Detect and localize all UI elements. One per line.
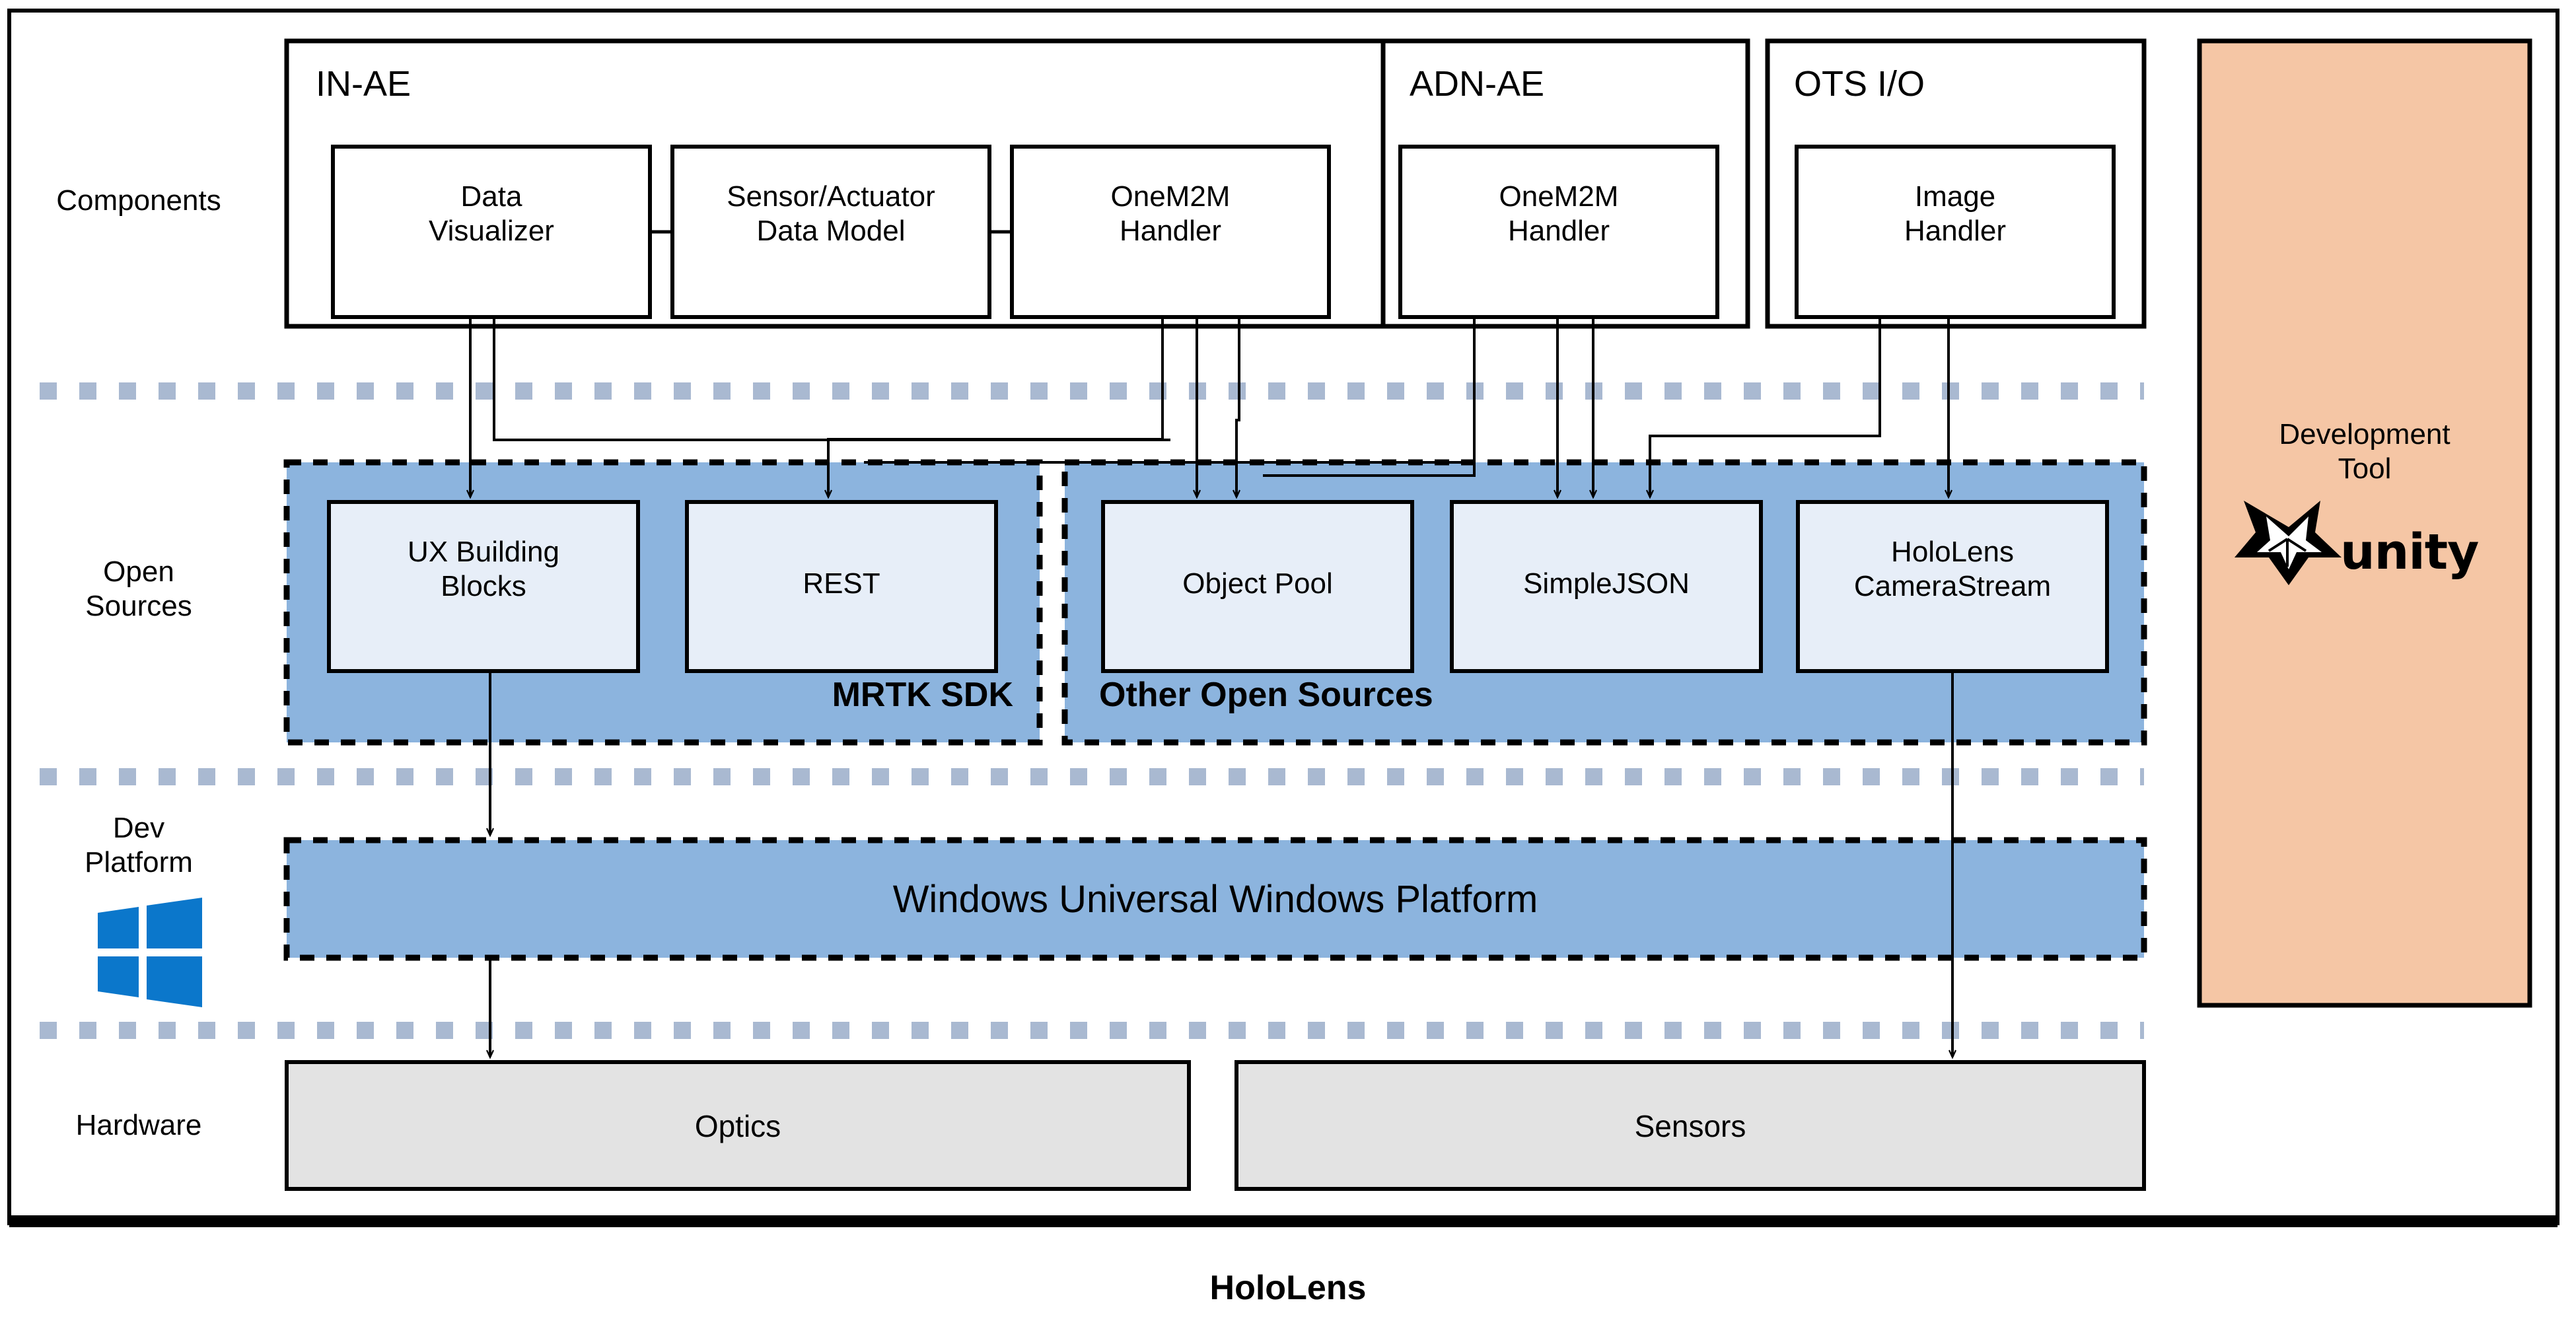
- hardware-box-optics: [285, 1060, 1191, 1191]
- unity-cube-icon: [2235, 501, 2342, 585]
- component-box-image-handler: [1795, 145, 2116, 319]
- opensource-box-rest: [685, 500, 998, 673]
- component-box-onem2m-handler-adn-ae: [1398, 145, 1719, 319]
- opensource-box-hololens-camerastream: [1796, 500, 2109, 673]
- opensource-box-ux-building-blocks: [327, 500, 640, 673]
- connector-imagehandler-to-simplejson: [1650, 317, 1881, 497]
- component-box-sensor-actuator-data-model: [670, 145, 991, 319]
- component-box-onem2m-handler-in-ae: [1010, 145, 1331, 319]
- opensource-box-object-pool: [1101, 500, 1414, 673]
- hololens-frame-bottom-bar: [9, 1215, 2558, 1227]
- connector-adnae-onem2m-to-rest-elbow: [864, 317, 1476, 464]
- unity-wordmark: unity: [2340, 524, 2479, 581]
- connector-onem2m-inae-to-rest-a: [828, 317, 1164, 497]
- connector-group: [470, 317, 1952, 1057]
- windows-logo-icon: [98, 898, 202, 1007]
- opensource-box-simplejson: [1450, 500, 1763, 673]
- development-tool-panel: [2197, 38, 2532, 1008]
- hardware-box-sensors: [1234, 1060, 2146, 1191]
- component-box-data-visualizer: [331, 145, 652, 319]
- uwp-platform-bar: [283, 837, 2147, 961]
